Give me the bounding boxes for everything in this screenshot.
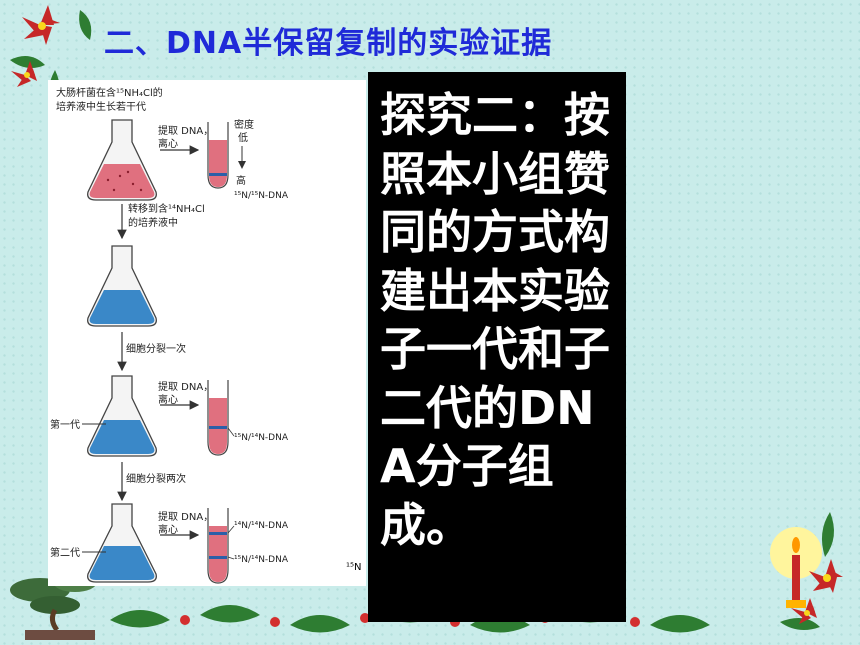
band-label-15-14-gen2: ¹⁵N/¹⁴N-DNA <box>234 555 289 565</box>
flask-blue-gen2 <box>87 503 157 583</box>
meselson-stahl-diagram: 大肠杆菌在含¹⁵NH₄Cl的 培养液中生长若干代 提取 DNA， 离心 密度 低… <box>50 86 289 584</box>
candle-icon <box>770 527 822 608</box>
density-high-label: 高 <box>236 174 246 187</box>
extract-label-1b: 离心 <box>158 137 178 150</box>
flask-red <box>87 119 157 201</box>
caption-grow-line1: 大肠杆菌在含¹⁵NH₄Cl的 <box>56 86 163 99</box>
flask-blue-gen1 <box>87 375 157 457</box>
experiment-figure: 大肠杆菌在含¹⁵NH₄Cl的 培养液中生长若干代 提取 DNA， 离心 密度 低… <box>48 80 366 586</box>
extract-label-1a: 提取 DNA， <box>158 125 213 137</box>
flask-blue-start <box>87 245 157 327</box>
cropped-label-fragment: ¹⁵N <box>346 562 362 573</box>
density-label: 密度 <box>234 118 254 131</box>
gen2-label: 第二代 <box>50 546 80 559</box>
extract-label-2a: 提取 DNA， <box>158 381 213 393</box>
extract-label-3b: 离心 <box>158 523 178 536</box>
density-low-label: 低 <box>238 131 248 144</box>
extract-label-2b: 离心 <box>158 393 178 406</box>
extract-label-3a: 提取 DNA， <box>158 511 213 523</box>
test-tube-1 <box>207 122 229 189</box>
divide-twice-label: 细胞分裂两次 <box>126 472 186 485</box>
band-label-15-14: ¹⁵N/¹⁴N-DNA <box>234 433 289 443</box>
test-tube-2 <box>207 380 229 456</box>
divide-once-label: 细胞分裂一次 <box>126 342 186 355</box>
slide-title: 二、DNA半保留复制的实验证据 <box>104 26 553 61</box>
transfer-label-1: 转移到含¹⁴NH₄Cl <box>128 202 205 215</box>
poinsettia-bottom-right-icon <box>780 512 843 631</box>
band-label-15-15: ¹⁵N/¹⁵N-DNA <box>234 191 289 201</box>
caption-grow-line2: 培养液中生长若干代 <box>56 100 146 113</box>
test-tube-3 <box>207 508 229 584</box>
gen1-label: 第一代 <box>50 418 80 431</box>
question-panel: 探究二：按照本小组赞同的方式构建出本实验子一代和子二代的DNA分子组成。 <box>368 72 626 622</box>
band-label-14-14: ¹⁴N/¹⁴N-DNA <box>234 521 289 531</box>
transfer-label-2: 的培养液中 <box>128 216 178 229</box>
question-text: 探究二：按照本小组赞同的方式构建出本实验子一代和子二代的DNA分子组成。 <box>380 88 610 552</box>
